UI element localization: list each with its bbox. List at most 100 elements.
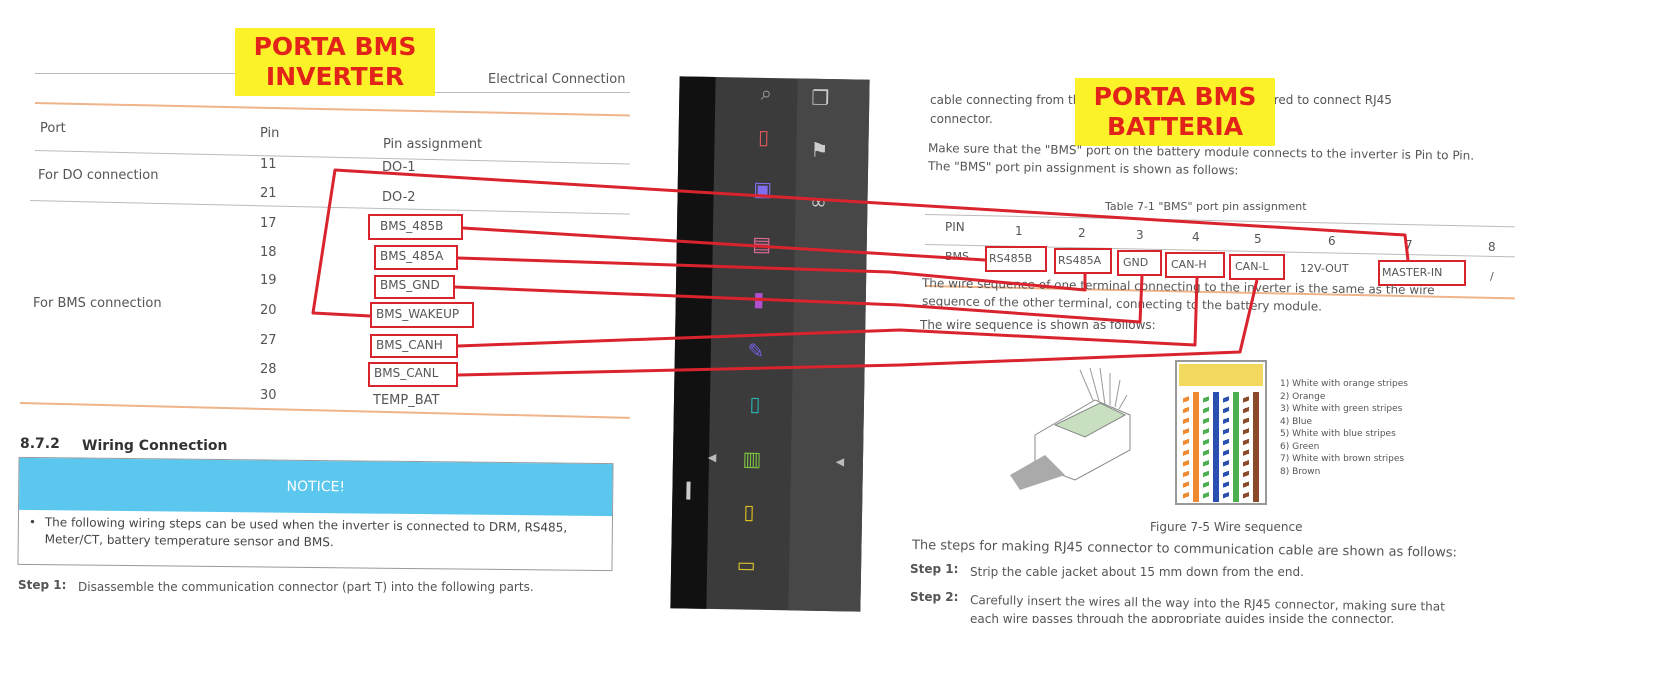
highlight-battery-label: PORTA BMS BATTERIA <box>1075 78 1275 146</box>
assignment: DO-1 <box>382 160 416 175</box>
edit-image-icon[interactable]: ▣ <box>753 176 773 202</box>
wire-legend: 1) White with orange stripes 2) Orange 3… <box>1280 378 1408 478</box>
pin-6: 6 <box>1328 234 1336 248</box>
highlight-line: PORTA BMS <box>253 32 417 61</box>
section-title: Wiring Connection <box>82 438 228 454</box>
para3: The wire sequence is shown as follows: <box>920 318 1156 332</box>
pin: 21 <box>260 186 277 201</box>
step2-label-right: Step 2: <box>910 590 959 604</box>
col-header-port: Port <box>40 121 66 136</box>
pin-8: 8 <box>1488 240 1496 254</box>
toolbar-strip <box>670 76 716 609</box>
table-caption: Table 7-1 "BMS" port pin assignment <box>1105 200 1307 213</box>
para2-line1: The wire sequence of one terminal connec… <box>921 276 1435 298</box>
pin: 30 <box>260 388 277 403</box>
annotation-box-gnd-right <box>1117 250 1162 276</box>
section-number: 8.7.2 <box>20 436 60 452</box>
assignment: BMS_CANL <box>374 366 439 380</box>
fill-sign-icon[interactable]: ▯ <box>743 499 755 524</box>
connector-pins <box>1179 364 1263 386</box>
step1-text: Disassemble the communication connector … <box>78 580 534 594</box>
highlight-line: BATTERIA <box>1106 112 1244 141</box>
step2-text-right-cont: each wire passes through the appropriate… <box>970 612 1395 623</box>
row-label-bms: BMS <box>945 250 970 263</box>
convert-icon[interactable]: ▯ <box>749 391 761 416</box>
organize-pages-icon[interactable]: ▤ <box>752 231 772 257</box>
notice-box: NOTICE! • The following wiring steps can… <box>17 456 614 572</box>
wire-8 <box>1253 392 1259 502</box>
bullet: • <box>28 514 37 530</box>
assignment: DO-2 <box>382 190 416 205</box>
collapse-right-icon[interactable]: ◀ <box>835 455 845 469</box>
pin-3: 3 <box>1136 228 1144 242</box>
sign-icon[interactable]: ✎ <box>747 338 765 363</box>
wire-sequence-diagram <box>1175 360 1267 505</box>
assignment: BMS_CANH <box>376 338 443 352</box>
annotation-box-485b <box>368 214 463 240</box>
group-bms: For BMS connection <box>33 296 162 311</box>
figure-caption: Figure 7-5 Wire sequence <box>1150 520 1303 534</box>
annotation-box-rs485a <box>1054 248 1112 274</box>
annotation-box-can-h <box>1165 252 1225 278</box>
notice-text-content: The following wiring steps can be used w… <box>44 515 568 550</box>
bookmark-icon[interactable]: ⚑ <box>810 137 829 162</box>
compress-icon[interactable]: ▥ <box>742 446 762 471</box>
highlight-line: INVERTER <box>265 62 405 91</box>
steps-intro: The steps for making RJ45 connector to c… <box>911 538 1458 561</box>
rj45-plug-illustration <box>1010 367 1131 490</box>
protect-pdf-icon[interactable]: ▮ <box>753 286 765 311</box>
highlight-inverter-label: PORTA BMS INVERTER <box>235 28 435 96</box>
notice-text: • The following wiring steps can be used… <box>19 510 612 554</box>
step1-label: Step 1: <box>18 578 67 592</box>
step1-label-right: Step 1: <box>910 562 959 576</box>
intro-line2: connector. <box>930 112 993 126</box>
highlight-line: PORTA BMS <box>1093 82 1257 111</box>
legend-item: 1) White with orange stripes <box>1280 379 1408 389</box>
copy-icon[interactable]: ❐ <box>811 85 830 110</box>
pin-5: 5 <box>1254 232 1262 246</box>
wire-7 <box>1243 392 1249 502</box>
wire-5 <box>1223 392 1229 502</box>
col-header-pin: Pin <box>260 126 280 141</box>
annotation-box-canl <box>368 362 458 387</box>
pdf-app-toolbar: ⌕ ❐ ▯ ⚑ ▣ ∞ ▤ ▮ ✎ ▯ ▥ ▯ ▭ ◀ ◀ <box>670 76 870 612</box>
para1-line2: The "BMS" port pin assignment is shown a… <box>927 159 1239 178</box>
annotation-box-rs485b <box>985 246 1047 272</box>
annotation-box-can-l <box>1229 254 1285 280</box>
legend-item: 2) Orange <box>1280 391 1326 402</box>
drag-handle[interactable] <box>686 481 691 500</box>
pin-4: 4 <box>1192 230 1200 244</box>
wire-4 <box>1213 392 1219 502</box>
annotation-box-wakeup <box>370 302 474 328</box>
pin: 17 <box>260 216 277 231</box>
comment-icon[interactable]: ▭ <box>736 552 756 577</box>
wire-2 <box>1193 392 1199 502</box>
pin-2: 2 <box>1078 226 1086 240</box>
legend-item: 7) White with brown stripes <box>1280 454 1405 464</box>
zoom-icon[interactable]: ⌕ <box>760 80 773 105</box>
collapse-left-icon[interactable]: ◀ <box>707 450 717 465</box>
legend-item: 6) Green <box>1280 441 1320 452</box>
value-12v-out: 12V-OUT <box>1300 262 1349 275</box>
pin: 20 <box>260 303 277 318</box>
annotation-box-485a <box>374 245 458 270</box>
wire-1 <box>1183 392 1189 502</box>
header-section: Electrical Connection <box>488 72 626 87</box>
annotation-box-canh <box>370 334 458 358</box>
pin-1: 1 <box>1015 224 1023 238</box>
link-icon[interactable]: ∞ <box>809 189 828 214</box>
pin: 28 <box>260 362 277 377</box>
notice-title: NOTICE! <box>19 457 613 517</box>
export-pdf-icon[interactable]: ▯ <box>757 124 770 149</box>
wire-3 <box>1203 392 1209 502</box>
legend-item: 4) Blue <box>1280 416 1313 427</box>
wire-6 <box>1233 392 1239 502</box>
para2-line2: sequence of the other terminal, connecti… <box>921 294 1323 314</box>
legend-item: 5) White with blue stripes <box>1280 429 1396 439</box>
pin: 18 <box>260 245 277 260</box>
step2-text-right: Carefully insert the wires all the way i… <box>969 593 1445 614</box>
pin: 19 <box>260 273 277 288</box>
step1-text-right: Strip the cable jacket about 15 mm down … <box>970 565 1304 579</box>
pin-7: 7 <box>1405 238 1413 252</box>
assignment: TEMP_BAT <box>373 393 440 408</box>
